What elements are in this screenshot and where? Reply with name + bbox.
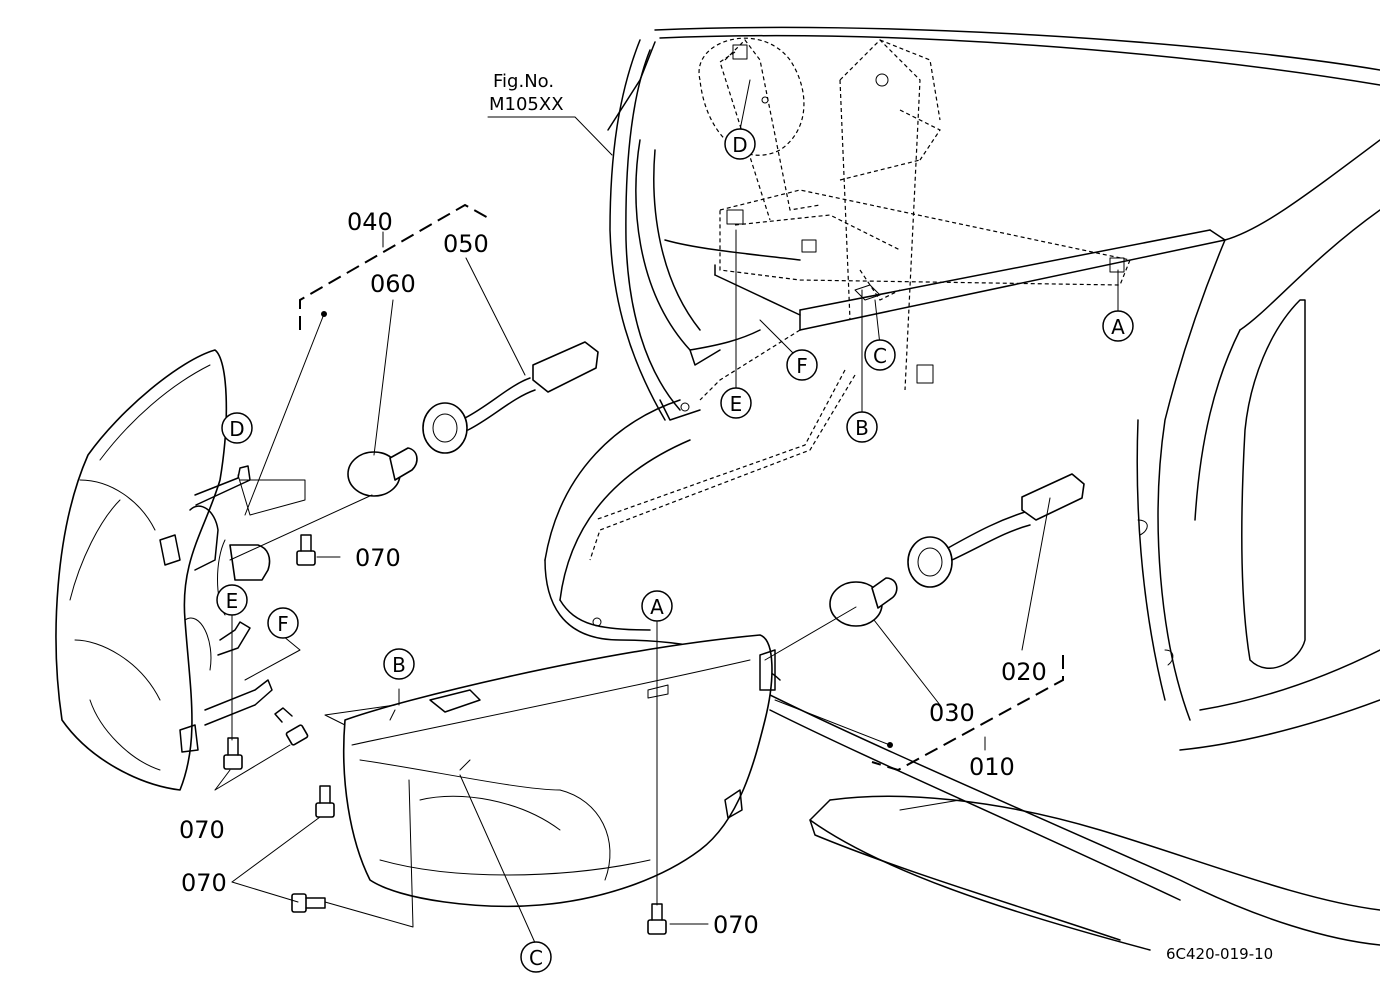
bulb-and-socket-parts (347, 341, 1085, 627)
callout-d-left: D (221, 412, 253, 444)
figure-reference: Fig.No. M105XX (487, 71, 613, 156)
callout-a-top: A (1102, 310, 1134, 342)
figure-ref-line1: Fig.No. (493, 71, 554, 92)
callout-c-front: C (520, 941, 552, 973)
screw-icon (647, 903, 667, 935)
part-label-050: 050 (443, 230, 489, 258)
drawing-code: 6C420-019-10 (1166, 945, 1273, 963)
svg-text:F: F (277, 612, 289, 636)
screws-070 (223, 534, 667, 935)
part-label-060: 060 (370, 270, 416, 298)
part-number-labels: 040 050 060 070 070 070 070 020 030 010 (179, 208, 1047, 939)
part-label-030: 030 (929, 699, 975, 727)
screw-icon (315, 785, 335, 818)
leader-lines (214, 79, 1119, 946)
svg-text:E: E (730, 392, 743, 416)
part-label-070-left: 070 (179, 816, 225, 844)
part-label-070-lower: 070 (181, 869, 227, 897)
callout-b-top: B (846, 411, 878, 443)
part-label-070-right: 070 (713, 911, 759, 939)
svg-text:A: A (1111, 315, 1125, 339)
callout-letters: D E F B A C D E (216, 128, 1134, 973)
figure-ref-line2: M105XX (489, 94, 564, 115)
callout-c-top: C (864, 339, 896, 371)
svg-text:A: A (650, 595, 664, 619)
socket-050-icon (422, 341, 599, 454)
svg-text:C: C (529, 946, 543, 970)
part-label-070-upper: 070 (355, 544, 401, 572)
svg-text:B: B (855, 416, 869, 440)
left-headlight-assembly (55, 349, 273, 791)
screw-icon (274, 707, 309, 746)
callout-d-top: D (724, 128, 756, 160)
callout-e-left: E (216, 584, 248, 616)
svg-text:F: F (796, 354, 808, 378)
svg-text:D: D (229, 417, 244, 441)
svg-text:D: D (732, 133, 747, 157)
callout-f-left: F (267, 607, 299, 639)
part-label-020: 020 (1001, 658, 1047, 686)
callout-e-top: E (720, 387, 752, 419)
svg-text:C: C (873, 344, 887, 368)
callout-f-top: F (786, 349, 818, 381)
bulb-030-icon (829, 577, 898, 627)
part-label-010: 010 (969, 753, 1015, 781)
front-headlight-assembly (342, 634, 776, 908)
screw-icon (291, 893, 326, 913)
svg-text:B: B (392, 653, 406, 677)
callout-b-front: B (383, 648, 415, 680)
body-panel (544, 26, 1380, 951)
screw-icon (223, 737, 243, 770)
hidden-bracket-lines (589, 37, 1131, 561)
socket-020-icon (907, 473, 1085, 588)
svg-text:E: E (226, 589, 239, 613)
part-label-040: 040 (347, 208, 393, 236)
screw-icon (296, 534, 316, 566)
callout-a-front: A (641, 590, 673, 622)
bulb-060-icon (347, 447, 418, 497)
